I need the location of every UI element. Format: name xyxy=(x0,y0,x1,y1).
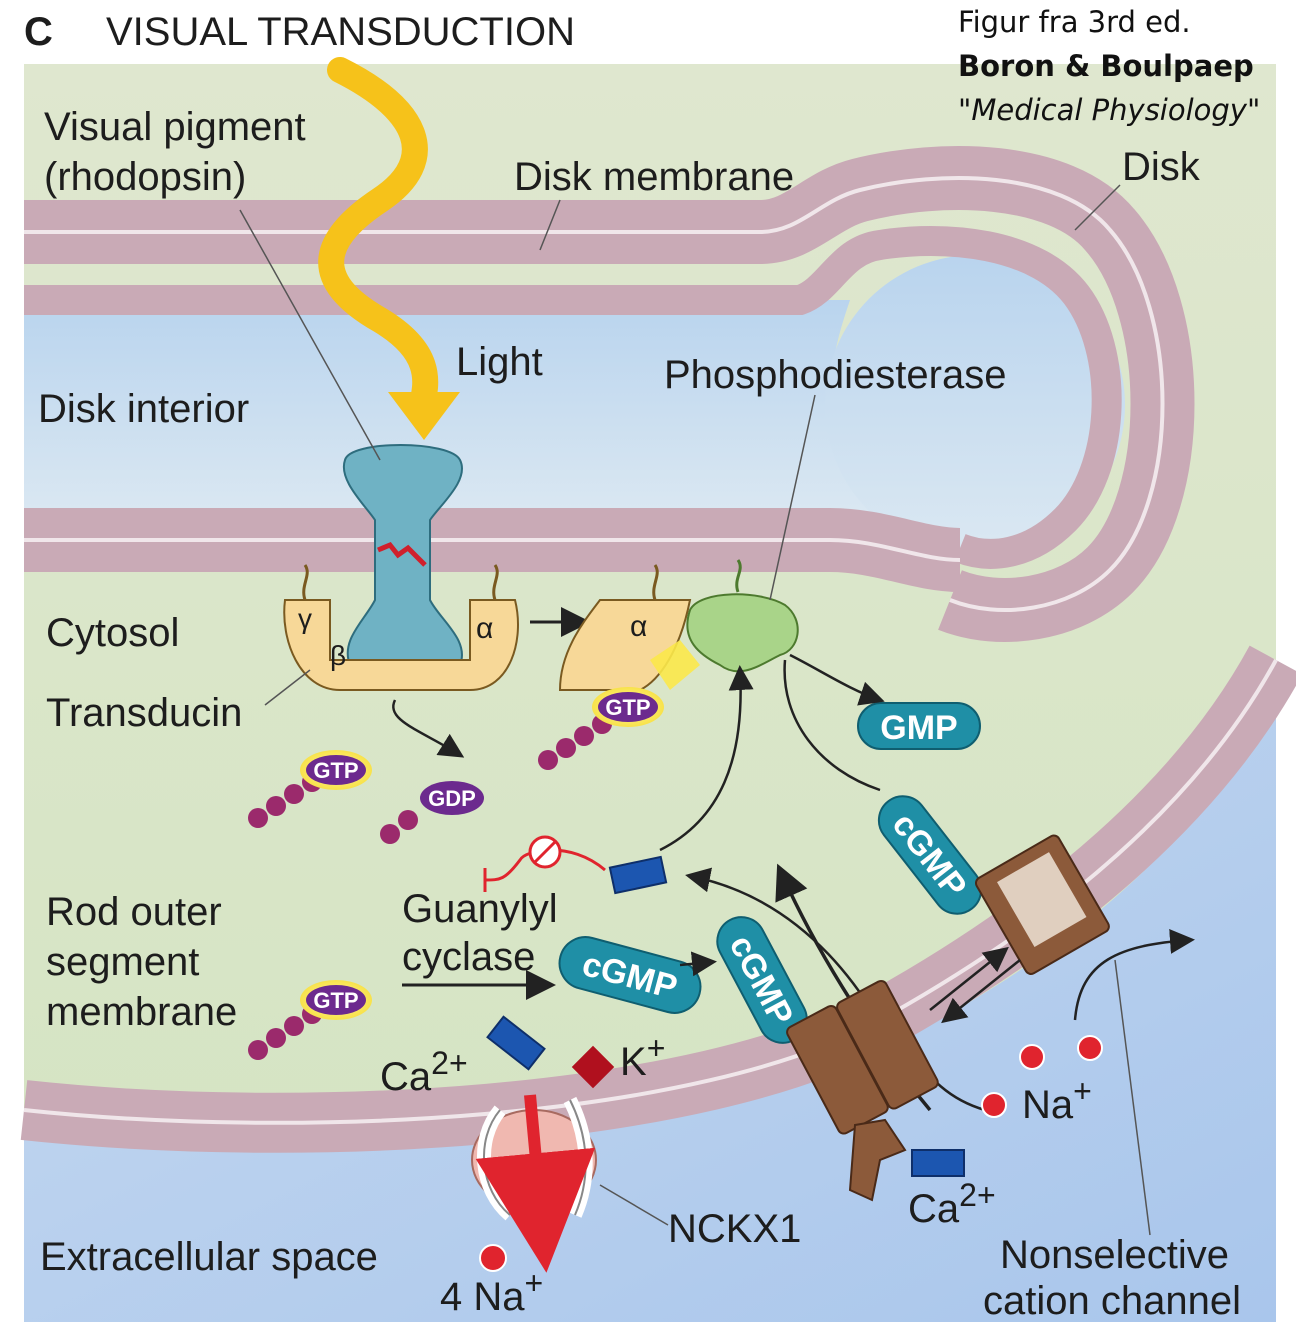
svg-text:GMP: GMP xyxy=(880,709,957,747)
label-k: K+ xyxy=(620,1030,665,1084)
label-light: Light xyxy=(456,340,543,384)
leader-pde xyxy=(769,394,816,601)
svg-text:GTP: GTP xyxy=(313,988,358,1013)
credit-line-1: Figur fra 3rd ed. xyxy=(958,5,1191,39)
label-guanylyl-1: Guanylyl xyxy=(402,887,558,931)
disk-membrane-bottom xyxy=(24,508,962,592)
label-disk-interior: Disk interior xyxy=(38,387,249,431)
leader-disk xyxy=(1074,184,1121,231)
gtp-membrane: GTP xyxy=(248,980,372,1060)
gamma-label: γ xyxy=(298,603,312,634)
label-disk-membrane: Disk membrane xyxy=(514,155,794,199)
transducin-complex xyxy=(283,599,519,691)
pde-to-gmp-arrow xyxy=(789,653,885,706)
na-dot-2 xyxy=(1077,1035,1103,1061)
heading-title: VISUAL TRANSDUCTION xyxy=(106,10,575,54)
cgmp-to-cgmp-arrow xyxy=(679,951,717,977)
credit-line-3: "Medical Physiology" xyxy=(958,93,1261,127)
label-rod-2: segment xyxy=(46,940,199,984)
alpha-label: α xyxy=(476,612,493,645)
activation-flash xyxy=(650,640,700,690)
transducin-lipid-anchor-1 xyxy=(302,564,309,601)
label-disk: Disk xyxy=(1122,145,1201,189)
label-extracellular: Extracellular space xyxy=(40,1235,378,1279)
na-dot-1 xyxy=(1019,1044,1045,1070)
label-guanylyl-2: cyclase xyxy=(402,935,535,979)
retinal-icon xyxy=(377,541,427,567)
label-na-bottom: 4 Na+ xyxy=(440,1265,543,1319)
nckx1-exchanger xyxy=(471,1094,597,1273)
disk-lumen xyxy=(825,255,1125,555)
na-dot-3 xyxy=(981,1092,1007,1118)
label-transducin: Transducin xyxy=(46,691,242,735)
light-arrowhead xyxy=(388,392,460,440)
label-ca-out: Ca2+ xyxy=(908,1177,996,1231)
leader-nckx1 xyxy=(599,1184,669,1226)
ca-inhibition-line xyxy=(484,848,606,882)
label-visual-pigment-2: (rhodopsin) xyxy=(44,155,246,199)
transducin-lipid-anchor-2 xyxy=(492,564,499,601)
label-rod-1: Rod outer xyxy=(46,890,222,934)
leader-nonselective xyxy=(1114,959,1151,1236)
na-dot-4 xyxy=(479,1244,507,1272)
disk-interior-region xyxy=(24,300,920,520)
figure-credit: Figur fra 3rd ed. Boron & Boulpaep "Medi… xyxy=(958,0,1260,132)
gtp-alpha-bound: GTP xyxy=(538,687,664,770)
k-diamond xyxy=(571,1045,615,1089)
label-cytosol: Cytosol xyxy=(46,611,179,655)
label-nonselective-2: cation channel xyxy=(983,1279,1241,1322)
channel-equilibrium-arrow-2 xyxy=(941,959,1021,1024)
cation-channel-lower xyxy=(786,979,939,1202)
beta-label: β xyxy=(330,640,346,671)
gdp-release-arrow xyxy=(392,699,465,758)
label-na-right: Na+ xyxy=(1022,1073,1092,1127)
leader-rhodopsin xyxy=(239,209,381,461)
phosphodiesterase-shape xyxy=(686,593,799,673)
channel-open-arrow xyxy=(1073,928,1195,1021)
rhodopsin-shape xyxy=(342,444,463,666)
label-visual-pigment-1: Visual pigment xyxy=(44,105,306,149)
gdp: GDP xyxy=(380,781,484,844)
label-nonselective-1: Nonselective xyxy=(1000,1233,1229,1277)
ca-rect-gc xyxy=(608,855,668,895)
label-phosphodiesterase: Phosphodiesterase xyxy=(664,353,1006,397)
label-ca-in: Ca2+ xyxy=(380,1045,468,1099)
cation-channel-upper xyxy=(974,834,1110,975)
gtp-free: GTP xyxy=(248,750,372,828)
ca-rect-nckx1 xyxy=(486,1015,546,1071)
svg-text:GDP: GDP xyxy=(428,786,476,811)
leader-disk-membrane xyxy=(539,199,561,251)
light-wave xyxy=(318,57,439,423)
credit-line-2: Boron & Boulpaep xyxy=(958,49,1254,83)
leader-transducin xyxy=(264,669,311,706)
gmp-pill: GMP xyxy=(857,702,981,750)
alpha2-label: α xyxy=(630,610,647,643)
label-rod-3: membrane xyxy=(46,990,237,1034)
ca-rect-out xyxy=(911,1149,965,1177)
svg-text:GTP: GTP xyxy=(313,758,358,783)
svg-text:GTP: GTP xyxy=(605,695,650,720)
disk-membrane-top-line xyxy=(24,176,1165,612)
heading-letter: C xyxy=(24,10,53,54)
cgmp-to-pde-arrow xyxy=(783,659,881,792)
ca-to-pde-arrow xyxy=(659,665,754,852)
label-nckx1: NCKX1 xyxy=(668,1207,801,1251)
